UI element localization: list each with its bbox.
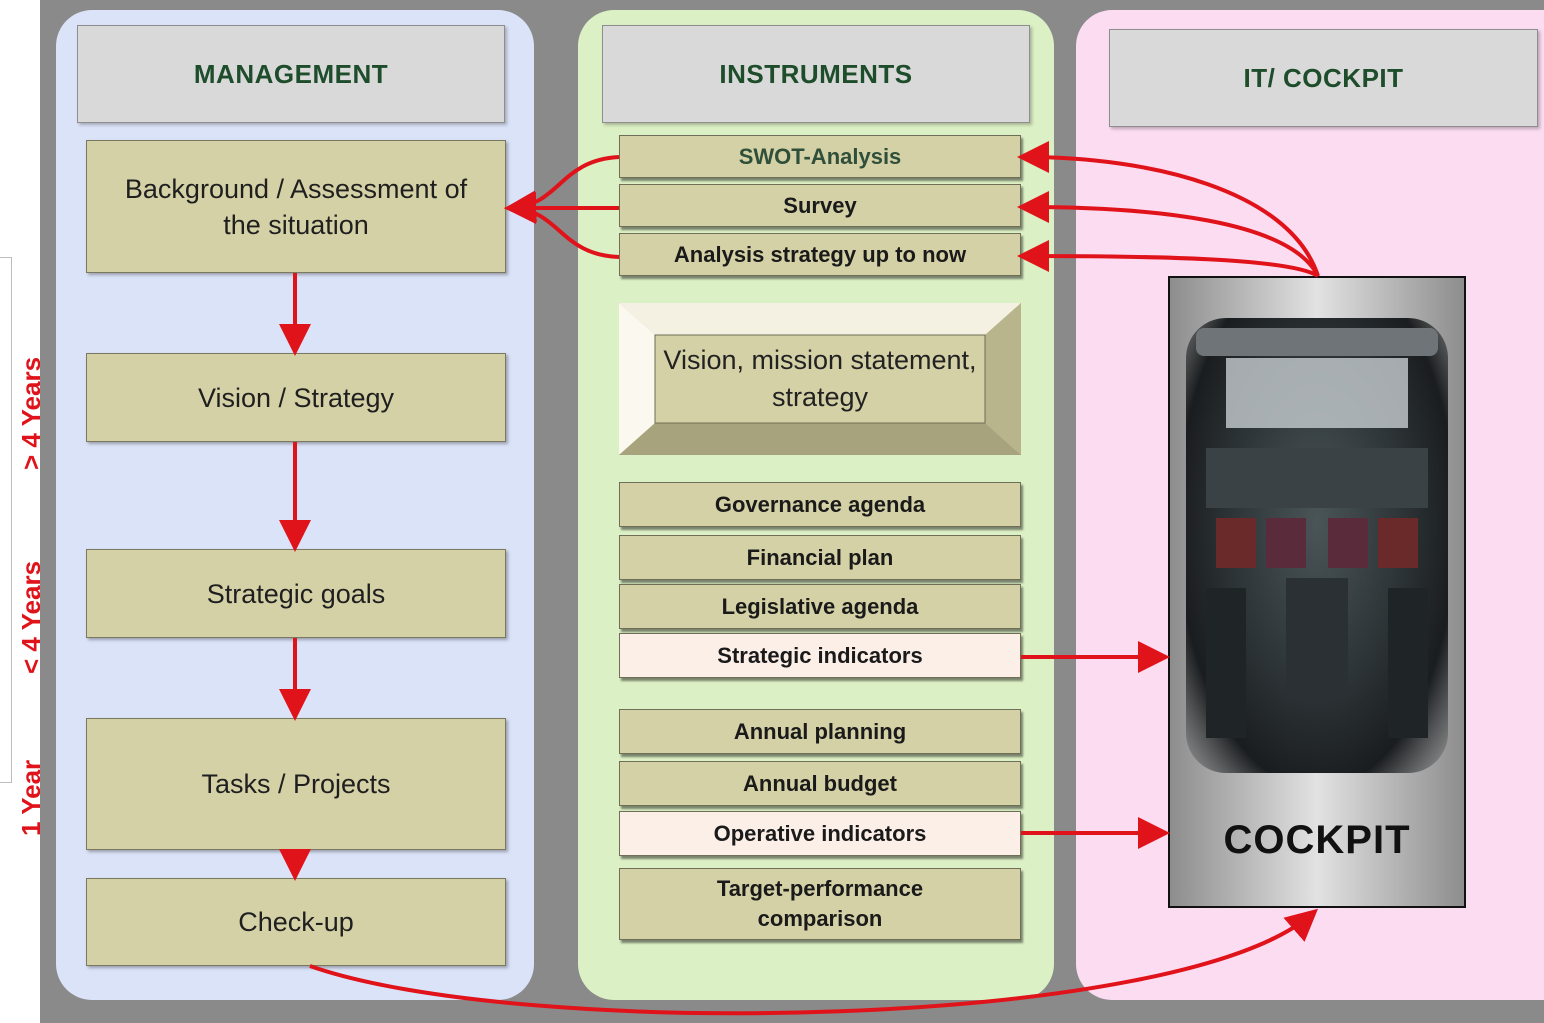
instruments-header: INSTRUMENTS [602, 25, 1030, 123]
annual-budget-box: Annual budget [619, 761, 1021, 806]
operative-indicators-label: Operative indicators [713, 820, 927, 846]
swot-analysis-box: SWOT-Analysis [619, 135, 1021, 178]
time-axis-bracket [0, 257, 12, 783]
strategic-goals-label: Strategic goals [206, 578, 386, 609]
annual-planning-box: Annual planning [619, 709, 1021, 754]
arrow-swot-to-background [504, 155, 620, 223]
governance-agenda-box: Governance agenda [619, 482, 1021, 527]
arrow-analysis-to-background [511, 206, 620, 259]
cockpit-label: COCKPIT [1223, 818, 1411, 862]
financial-plan-label: Financial plan [746, 544, 894, 570]
arrow-cockpit-to-swot [1017, 141, 1320, 277]
analysis-strategy-label: Analysis strategy up to now [673, 241, 967, 267]
arrow-cockpit-to-analysis [1017, 240, 1320, 278]
annual-budget-label: Annual budget [743, 770, 897, 796]
survey-box: Survey [619, 184, 1021, 227]
cockpit-photo [1186, 318, 1448, 773]
target-performance-label: Target-performance comparison [716, 876, 924, 931]
financial-plan-box: Financial plan [619, 535, 1021, 580]
survey-label: Survey [783, 192, 857, 218]
vision-strategy-label: Vision / Strategy [197, 382, 395, 413]
tasks-projects-label: Tasks / Projects [201, 769, 391, 799]
check-up-box: Check-up [86, 878, 506, 966]
operative-indicators-box: Operative indicators [619, 811, 1021, 856]
vision-strategy-box: Vision / Strategy [86, 353, 506, 442]
background-assessment-label: Background / Assessment of the situation [124, 173, 468, 240]
target-performance-box: Target-performance comparison [619, 868, 1021, 940]
swot-analysis-label: SWOT-Analysis [738, 143, 902, 169]
management-header: MANAGEMENT [77, 25, 505, 123]
strategic-goals-box: Strategic goals [86, 549, 506, 638]
legislative-agenda-box: Legislative agenda [619, 584, 1021, 629]
analysis-strategy-box: Analysis strategy up to now [619, 233, 1021, 276]
annual-planning-label: Annual planning [733, 718, 907, 744]
arrow-checkup-to-cockpit [309, 908, 1319, 1016]
tasks-projects-box: Tasks / Projects [86, 718, 506, 850]
strategic-indicators-box: Strategic indicators [619, 633, 1021, 678]
vision-mission-label: Vision, mission statement, strategy [663, 345, 977, 412]
it-cockpit-header: IT/ COCKPIT [1109, 29, 1538, 127]
vision-mission-bevel-frame [619, 303, 1021, 455]
cockpit-panel: COCKPIT [1168, 276, 1466, 908]
cockpit-illustration [1196, 328, 1438, 738]
background-assessment-box: Background / Assessment of the situation [86, 140, 506, 273]
check-up-label: Check-up [238, 907, 354, 937]
governance-agenda-label: Governance agenda [714, 491, 926, 517]
legislative-agenda-label: Legislative agenda [721, 593, 919, 619]
strategic-indicators-label: Strategic indicators [717, 642, 923, 668]
arrow-cockpit-to-survey [1017, 191, 1320, 277]
